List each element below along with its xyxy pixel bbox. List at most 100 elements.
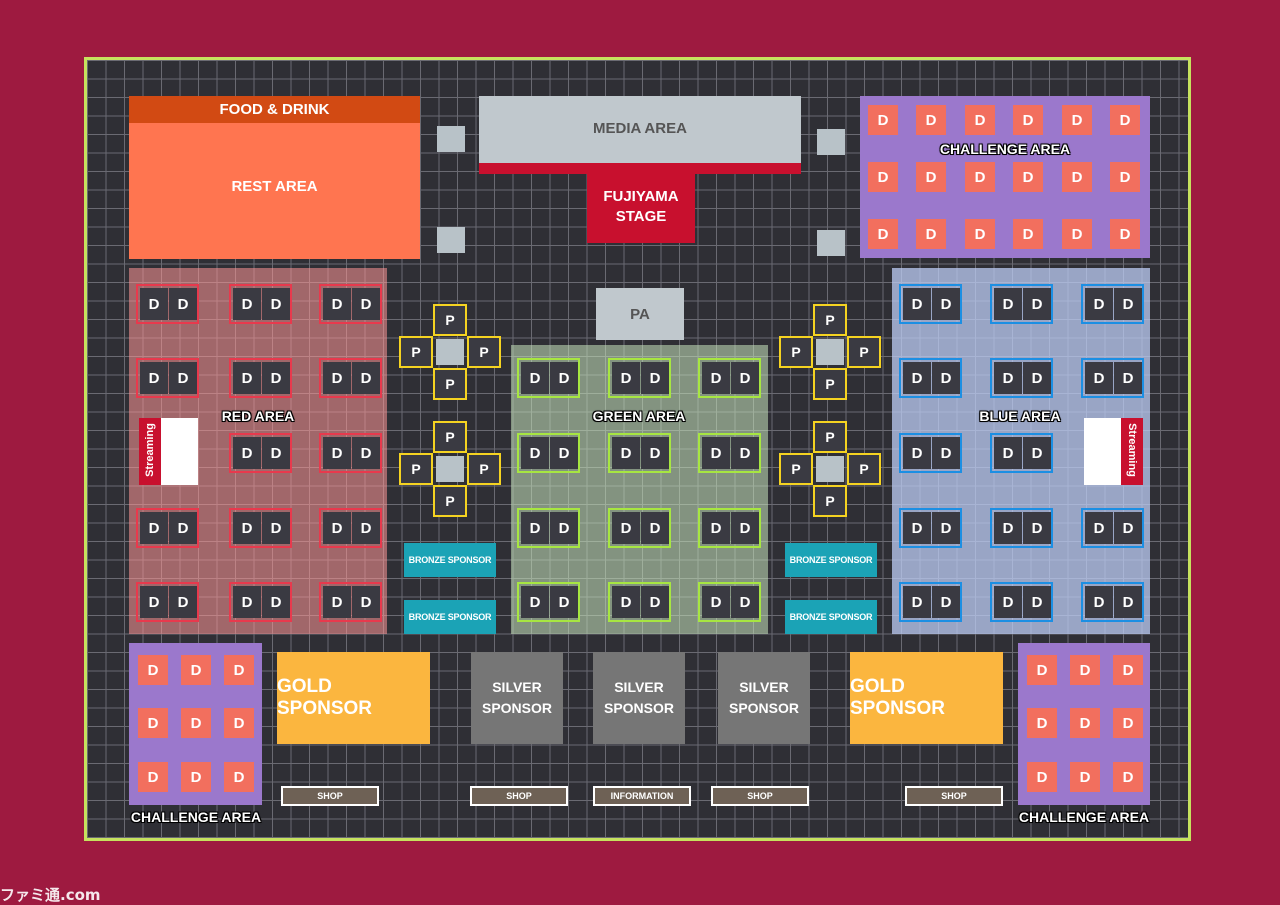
desk: D [233,512,261,544]
challenge-desk: D [224,762,254,792]
desk: D [169,512,197,544]
media-area [479,96,801,163]
challenge-desk: D [138,655,168,685]
shop-3: SHOP [711,786,809,806]
challenge-desk: D [1062,162,1092,192]
gold-sponsor-left: GOLD SPONSOR [277,652,430,744]
desk: D [994,512,1022,544]
pod-seat: P [399,453,433,485]
desk: D [903,437,931,469]
stage-label-1: FUJIYAMA [603,188,679,205]
desk: D [994,362,1022,394]
desk: D [1023,437,1051,469]
challenge-desk: D [181,655,211,685]
desk: D [1114,362,1142,394]
desk: D [1023,586,1051,618]
desk: D [994,437,1022,469]
desk: D [932,586,960,618]
desk: D [932,362,960,394]
desk: D [323,512,351,544]
desk: D [550,362,578,394]
challenge-desk: D [1070,708,1100,738]
bronze-sponsor-1: BRONZE SPONSOR [404,543,496,577]
challenge-desk: D [1027,762,1057,792]
desk: D [994,586,1022,618]
desk: D [612,437,640,469]
silver-sponsor-2-line1: SILVER [614,679,664,695]
desk: D [612,512,640,544]
desk: D [1114,512,1142,544]
blue-area-label: BLUE AREA [979,408,1061,424]
media-pillar-2 [437,227,465,253]
pod-center [436,339,464,365]
pod-seat: P [467,453,501,485]
desk: D [932,512,960,544]
stage-label-2: STAGE [615,208,667,225]
desk: D [140,512,168,544]
challenge-desk: D [1110,162,1140,192]
desk: D [641,437,669,469]
streaming-tag-right [1121,418,1143,485]
challenge-desk: D [1113,708,1143,738]
challenge-desk: D [1027,708,1057,738]
challenge-desk: D [1013,105,1043,135]
challenge-desk: D [138,708,168,738]
challenge-area-top [860,96,1150,258]
desk: D [550,512,578,544]
pod-seat: P [779,336,813,368]
media-pillar-1 [437,126,465,152]
desk: D [140,288,168,320]
pa-booth [596,288,684,340]
challenge-desk: D [1027,655,1057,685]
desk: D [731,586,759,618]
challenge-desk: D [868,219,898,249]
challenge-area-bottom-left-label: CHALLENGE AREA [130,809,262,825]
shop-1: SHOP [281,786,379,806]
media-area-label: MEDIA AREA [593,120,687,137]
desk: D [352,512,380,544]
shop-4: SHOP [905,786,1003,806]
desk: D [903,288,931,320]
desk: D [612,586,640,618]
silver-sponsor-1-line1: SILVER [492,679,542,695]
desk: D [352,437,380,469]
desk: D [641,586,669,618]
desk: D [262,362,290,394]
challenge-desk: D [224,655,254,685]
streaming-label-left: Streaming [144,423,156,477]
silver-sponsor-3-line2: SPONSOR [728,700,799,716]
challenge-desk: D [1013,219,1043,249]
bronze-sponsor-2: BRONZE SPONSOR [404,600,496,634]
pod-seat: P [433,304,467,336]
desk: D [1085,362,1113,394]
desk: D [641,362,669,394]
desk: D [233,437,261,469]
desk: D [169,288,197,320]
desk: D [550,437,578,469]
desk: D [731,512,759,544]
desk: D [262,586,290,618]
pod-seat: P [433,485,467,517]
challenge-desk: D [965,162,995,192]
pod-seat: P [779,453,813,485]
challenge-area-bottom-right-label: CHALLENGE AREA [1018,809,1150,825]
